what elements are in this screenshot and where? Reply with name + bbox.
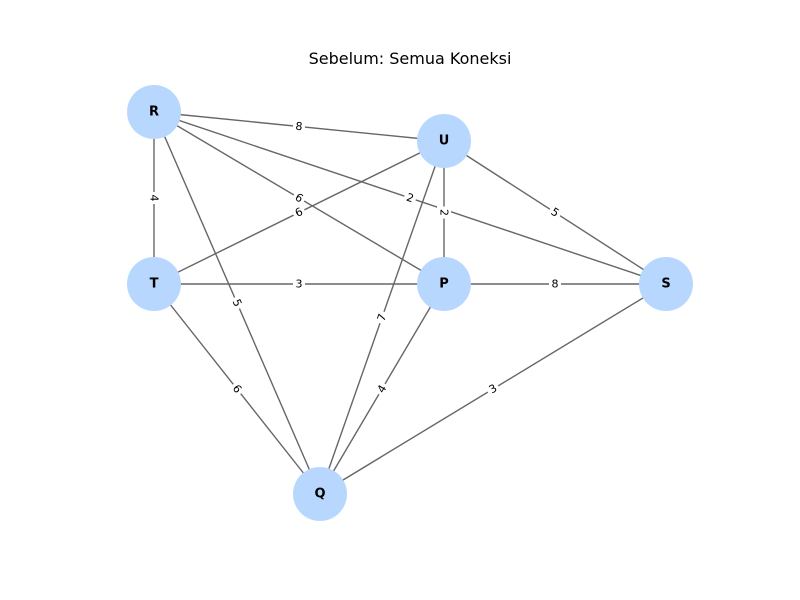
edge-weight-r-q: 5	[228, 294, 246, 312]
graph-title: Sebelum: Semua Koneksi	[309, 49, 512, 68]
edge-weight-label: 5	[230, 297, 245, 309]
node-label-t: T	[150, 277, 159, 292]
edge-weight-label: 8	[552, 278, 559, 291]
edge-weight-r-u: 8	[292, 118, 306, 135]
nodes-layer: R U T P S Q	[127, 85, 693, 521]
edge-weight-background	[372, 380, 392, 398]
node-circle-u	[417, 114, 471, 168]
edge-weight-t-q: 6	[227, 379, 247, 399]
edge-weight-label: 4	[148, 195, 161, 202]
edge-weight-background	[484, 379, 502, 399]
edge-weight-u-p: 2	[437, 206, 451, 219]
edge-weight-label: 3	[296, 278, 303, 291]
edge-weight-background	[549, 277, 561, 291]
edge-weight-background	[227, 379, 247, 399]
node-q: Q	[293, 467, 347, 521]
node-label-p: P	[439, 277, 449, 292]
node-p: P	[417, 257, 471, 311]
edge-weight-r-t: 4	[147, 192, 161, 204]
edge-weight-background	[147, 192, 161, 204]
edge-weight-background	[292, 118, 306, 135]
node-t: T	[127, 257, 181, 311]
edge-weight-r-p: 6	[290, 188, 308, 208]
node-circle-t	[127, 257, 181, 311]
node-circle-q	[293, 467, 347, 521]
edge-weight-background	[373, 309, 391, 326]
node-circle-r	[127, 85, 181, 139]
edge-weight-label: 2	[405, 191, 416, 206]
edge-weight-background	[228, 294, 246, 312]
edge-weight-background	[290, 188, 308, 208]
node-label-u: U	[439, 134, 450, 149]
edge-weight-label: 8	[295, 120, 303, 134]
node-circle-s	[639, 257, 693, 311]
node-label-q: Q	[314, 487, 325, 502]
edge-weight-s-q: 3	[484, 379, 502, 399]
edge-labels-layer: 8 4 6 2 5 6 2 5 7 3 6 8 4 3	[147, 118, 564, 399]
edge-weight-t-p: 3	[293, 277, 305, 291]
edge-weight-p-q: 4	[372, 380, 392, 398]
edge-weight-background	[437, 206, 451, 219]
edge-weight-background	[290, 203, 308, 222]
edge-weight-u-q: 7	[373, 309, 391, 326]
edge-weight-label: 2	[438, 209, 451, 216]
edge-weight-label: 7	[375, 312, 390, 323]
node-circle-p	[417, 257, 471, 311]
edge-weight-background	[402, 189, 418, 207]
edge-weight-p-s: 8	[549, 277, 561, 291]
edge-weight-u-s: 5	[546, 203, 564, 222]
node-u: U	[417, 114, 471, 168]
node-r: R	[127, 85, 181, 139]
edge-weight-background	[293, 277, 305, 291]
edge-weight-background	[546, 203, 564, 222]
node-s: S	[639, 257, 693, 311]
edge-weight-r-s: 2	[402, 189, 418, 207]
node-label-r: R	[149, 105, 159, 120]
node-label-s: S	[661, 277, 670, 292]
edge-weight-u-t: 6	[290, 203, 308, 222]
